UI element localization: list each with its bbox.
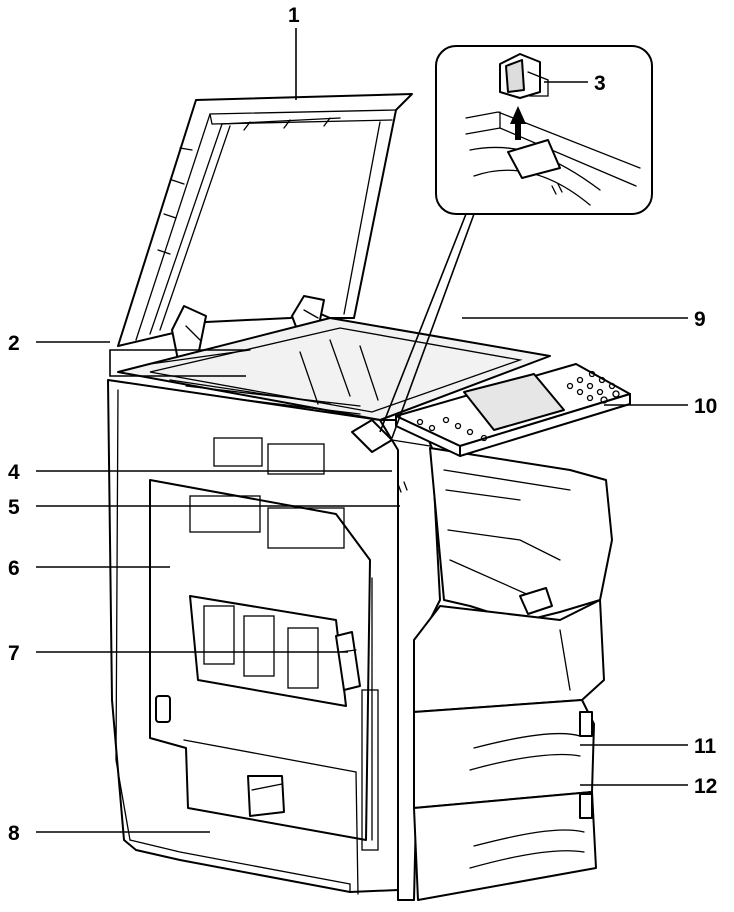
callout-11: 11 <box>694 735 717 758</box>
callout-8: 8 <box>8 822 20 845</box>
callout-9: 9 <box>694 308 706 331</box>
inset-detail <box>435 45 653 215</box>
callout-1: 1 <box>288 4 300 27</box>
callout-7: 7 <box>8 642 20 665</box>
panel-keys <box>416 370 620 442</box>
operation-panel[interactable] <box>395 363 631 457</box>
callout-labels: 1 2 3 4 5 6 7 8 9 10 11 12 <box>8 4 717 845</box>
callout-2: 2 <box>8 332 20 355</box>
touch-panel-screen[interactable] <box>463 373 565 431</box>
leader-lines <box>36 28 688 833</box>
callout-6: 6 <box>8 557 20 580</box>
callout-12: 12 <box>694 775 717 798</box>
callout-3: 3 <box>594 72 606 95</box>
callout-10: 10 <box>694 395 717 418</box>
slot-release-latch <box>499 53 549 99</box>
original-cover <box>117 93 413 361</box>
callout-4: 4 <box>8 461 20 484</box>
up-arrow-icon <box>510 106 526 140</box>
callout-5: 5 <box>8 496 20 519</box>
left-side-body <box>107 379 401 895</box>
front-body <box>351 419 613 901</box>
